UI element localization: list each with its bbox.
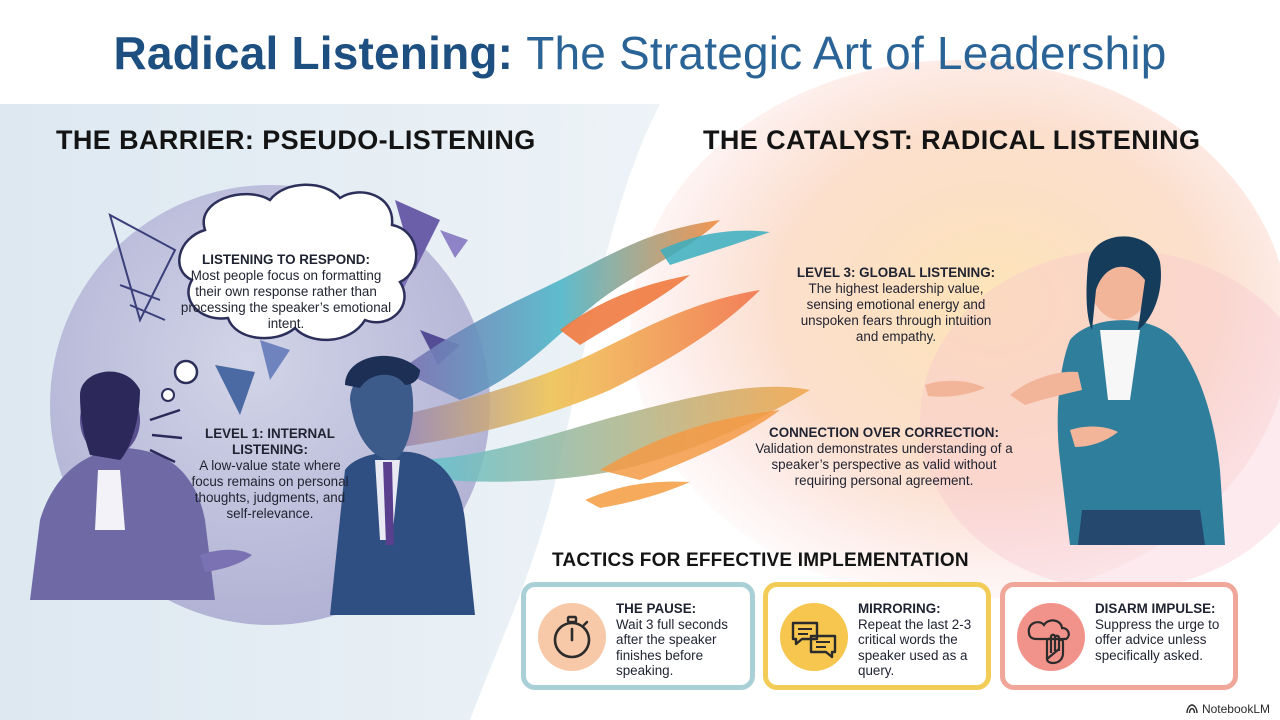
level3-note: LEVEL 3: GLOBAL LISTENING: The highest l… bbox=[796, 265, 996, 345]
tactics-heading: TACTICS FOR EFFECTIVE IMPLEMENTATION bbox=[552, 550, 969, 571]
tactic-card-pause: THE PAUSE: Wait 3 full seconds after the… bbox=[521, 582, 755, 690]
speech-bubbles-icon bbox=[780, 603, 848, 671]
notebooklm-icon bbox=[1186, 704, 1198, 714]
tactic-label: THE PAUSE: bbox=[616, 601, 697, 616]
level1-text: A low-value state where focus remains on… bbox=[191, 458, 349, 521]
title-light: The Strategic Art of Leadership bbox=[526, 27, 1167, 79]
brand-label: NotebookLM bbox=[1201, 702, 1270, 716]
brand-watermark: NotebookLM bbox=[1186, 702, 1270, 716]
barrier-heading: THE BARRIER: PSEUDO-LISTENING bbox=[56, 125, 536, 155]
connection-text: Validation demonstrates understanding of… bbox=[755, 441, 1013, 488]
level1-label: LEVEL 1: INTERNAL LISTENING: bbox=[205, 426, 335, 457]
listening-to-respond-note: LISTENING TO RESPOND: Most people focus … bbox=[176, 252, 396, 332]
tactic-text-pause: THE PAUSE: Wait 3 full seconds after the… bbox=[616, 601, 744, 679]
level3-text: The highest leadership value, sensing em… bbox=[800, 281, 992, 344]
stopwatch-icon bbox=[538, 603, 606, 671]
stop-hand-icon bbox=[1017, 603, 1085, 671]
tactic-description: Suppress the urge to offer advice unless… bbox=[1095, 616, 1220, 663]
catalyst-heading: THE CATALYST: RADICAL LISTENING bbox=[703, 125, 1201, 155]
tactic-label: MIRRORING: bbox=[858, 601, 941, 616]
listener-woman-illustration bbox=[30, 371, 252, 600]
tactic-label: DISARM IMPULSE: bbox=[1095, 601, 1216, 616]
page-title: Radical Listening: The Strategic Art of … bbox=[0, 26, 1280, 80]
level3-label: LEVEL 3: GLOBAL LISTENING: bbox=[796, 265, 996, 280]
leader-woman-illustration bbox=[925, 236, 1225, 545]
speaker-man-illustration bbox=[330, 355, 475, 615]
connection-label: CONNECTION OVER CORRECTION: bbox=[769, 425, 999, 440]
title-strong: Radical Listening: bbox=[113, 27, 514, 79]
tactic-description: Repeat the last 2-3 critical words the s… bbox=[858, 616, 972, 679]
connection-note: CONNECTION OVER CORRECTION: Validation d… bbox=[753, 425, 1015, 489]
tactic-description: Wait 3 full seconds after the speaker fi… bbox=[616, 616, 728, 679]
level1-note: LEVEL 1: INTERNAL LISTENING: A low-value… bbox=[184, 426, 356, 522]
tactic-text-disarm-impulse: DISARM IMPULSE: Suppress the urge to off… bbox=[1095, 601, 1227, 663]
tactic-card-mirroring: MIRRORING: Repeat the last 2-3 critical … bbox=[763, 582, 991, 690]
tactic-text-mirroring: MIRRORING: Repeat the last 2-3 critical … bbox=[858, 601, 980, 679]
listening-to-respond-label: LISTENING TO RESPOND: bbox=[202, 252, 370, 267]
tactic-card-disarm-impulse: DISARM IMPULSE: Suppress the urge to off… bbox=[1000, 582, 1238, 690]
listening-to-respond-text: Most people focus on formatting their ow… bbox=[180, 268, 392, 331]
